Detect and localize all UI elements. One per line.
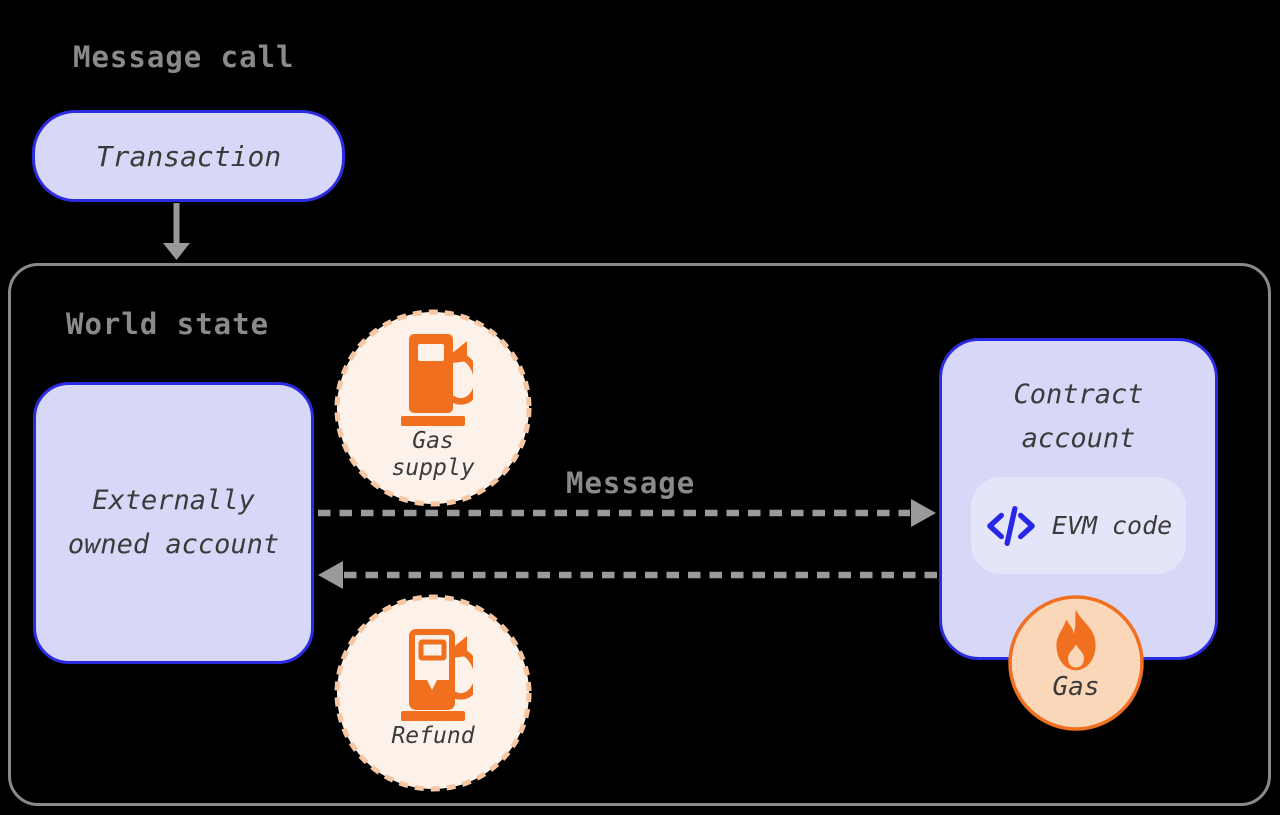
evm-code-pill: EVM code — [971, 477, 1186, 574]
contract-label-line2: account — [1021, 423, 1136, 454]
eoa-label-line2: owned account — [67, 529, 280, 560]
externally-owned-account-node: Externally owned account — [33, 382, 314, 664]
transaction-node: Transaction — [32, 110, 345, 202]
gas-supply-label-line1: Gas — [412, 428, 454, 454]
gas-supply-label-line2: supply — [391, 455, 475, 481]
world-state-box — [8, 263, 1271, 806]
gas-label: Gas — [1052, 672, 1100, 702]
refund-label: Refund — [391, 723, 475, 749]
gas-content: Gas — [1007, 594, 1145, 746]
refund-content: Refund — [333, 593, 533, 815]
flame-icon — [1056, 609, 1096, 671]
gas-pump-refund-icon — [401, 629, 473, 721]
eoa-label-line1: Externally — [92, 485, 255, 516]
code-brackets-icon — [986, 505, 1035, 546]
message-arrow-label: Message — [566, 466, 696, 500]
evm-code-label: EVM code — [1051, 510, 1173, 540]
gas-supply-node: Gas supply — [333, 308, 533, 508]
gas-node: Gas — [1007, 594, 1145, 732]
down-arrow — [163, 203, 190, 260]
transaction-label: Transaction — [95, 139, 282, 173]
refund-node: Refund — [333, 593, 533, 793]
world-state-title: World state — [66, 307, 270, 341]
gas-supply-content: Gas supply — [333, 308, 533, 530]
contract-label-line1: Contract — [1013, 379, 1144, 410]
message-call-title: Message call — [73, 40, 295, 74]
gas-pump-icon — [401, 334, 473, 426]
